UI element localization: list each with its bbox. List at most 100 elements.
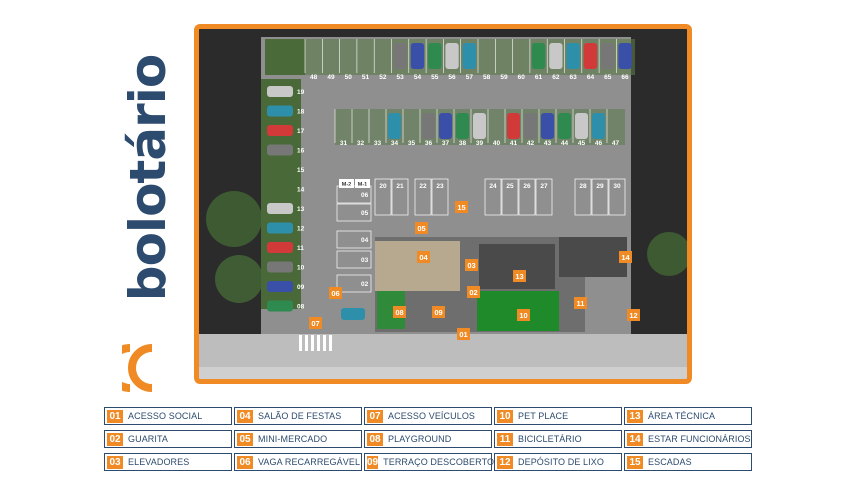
parking-spot-number: 17 [297,128,305,135]
car [566,43,580,69]
parking-spot-number: 12 [297,226,305,233]
svg-text:08: 08 [395,308,403,317]
map-marker-02: 02 [467,286,480,298]
parking-spot-number: 41 [510,140,518,147]
parking-spot-number: 45 [578,140,586,147]
legend-number: 15 [627,455,643,469]
car [445,43,459,69]
parking-spot-number: 50 [345,74,353,81]
legend-number: 04 [237,409,253,423]
map-marker-09: 09 [432,306,445,318]
parking-spot-number: 35 [408,140,416,147]
parking-spot-number: 11 [297,245,304,252]
car [456,113,469,139]
car [439,113,452,139]
parking-spot-number: 33 [374,140,382,147]
parking-spot-number: 21 [396,183,404,190]
map-marker-12: 12 [627,309,640,321]
parking-spot-number: 65 [604,74,612,81]
parking-spot-number: 57 [466,74,474,81]
legend-number: 13 [627,409,643,423]
map-marker-05: 05 [415,222,428,234]
car [410,43,425,69]
legend-label: PET PLACE [518,411,569,421]
car [575,113,588,139]
legend-item-15: 15 ESCADAS [624,453,752,471]
car [267,125,293,136]
legend-item-11: 11 BICICLETÁRIO [494,430,622,448]
map-marker-03: 03 [465,259,478,271]
car [531,43,546,69]
parking-spot-number: 02 [361,281,369,288]
brand-logo-icon [122,344,153,392]
crosswalk [299,335,332,351]
car [393,43,407,69]
car [592,113,605,139]
parking-spot-number: 03 [361,257,369,264]
parking-spot-number: 61 [535,74,543,81]
parking-spot-number: 30 [613,183,621,190]
parking-spot-number: 04 [361,237,369,244]
parking-spot-number: 48 [310,74,318,81]
car [618,43,632,69]
legend-label: ACESSO VEÍCULOS [388,411,476,421]
map-marker-15: 15 [455,201,468,213]
parking-spot-number: 31 [340,140,348,147]
svg-text:13: 13 [515,272,523,281]
parking-spot-number: 13 [297,206,305,213]
legend-item-08: 08 PLAYGROUND [364,430,492,448]
parking-spot-number: 24 [489,183,497,190]
legend-number: 07 [367,409,383,423]
legend-number: 14 [627,432,643,446]
legend-label: BICICLETÁRIO [518,434,582,444]
parking-spot-number: 64 [587,74,595,81]
parking-spot-number: 28 [579,183,587,190]
parking-spot-number: 46 [595,140,603,147]
map-marker-06: 06 [329,287,342,299]
parking-spot-number: 60 [518,74,526,81]
parking-spot-number: 59 [500,74,508,81]
legend-label: PLAYGROUND [388,434,452,444]
svg-text:03: 03 [467,261,475,270]
svg-text:07: 07 [311,319,319,328]
parking-spot-number: 15 [297,167,305,174]
parking-spot-number: 51 [362,74,370,81]
legend-number: 05 [237,432,253,446]
legend-number: 08 [367,432,383,446]
parking-spot-number: 37 [442,140,450,147]
brand-wordmark: bolotário [119,54,177,302]
parking-spot-number: 27 [540,183,548,190]
map-marker-14: 14 [619,251,632,263]
parking-spot-number: 63 [570,74,578,81]
car [267,105,293,117]
legend-label: ESCADAS [648,457,692,467]
parking-spot-number: 10 [297,265,305,272]
map-marker-10: 10 [517,309,530,321]
parking-spot-number: 40 [493,140,501,147]
map-marker-13: 13 [513,270,526,282]
parking-spot-number: 34 [391,140,399,147]
parking-spot-number: 23 [436,183,444,190]
parking-spot-number: 25 [506,183,514,190]
car [267,144,293,156]
parking-spot-number: 18 [297,109,305,116]
parking-spot-number: 49 [327,74,335,81]
car [507,113,520,139]
parking-spot-number: 19 [297,89,305,96]
car [267,86,293,97]
legend-number: 11 [497,432,513,446]
car [267,222,293,234]
